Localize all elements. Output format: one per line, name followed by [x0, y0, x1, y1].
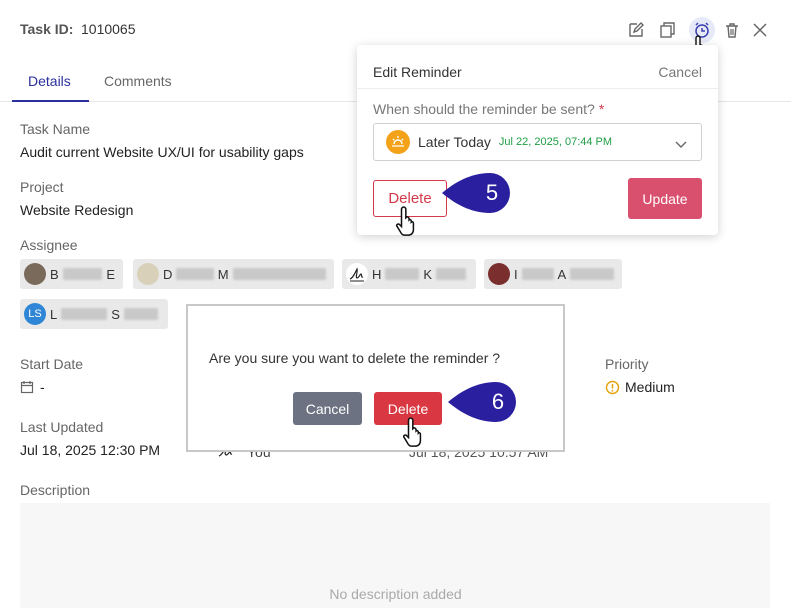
- alarm-clock-icon[interactable]: [689, 17, 715, 43]
- tab-active-indicator: [12, 100, 89, 102]
- avatar: [137, 263, 159, 285]
- assignee-first: I: [514, 266, 518, 282]
- avatar: [24, 263, 46, 285]
- redacted-name: [62, 268, 103, 280]
- assignee-chip[interactable]: B E: [20, 259, 123, 289]
- redacted-name: [436, 268, 467, 280]
- copy-icon[interactable]: [656, 19, 678, 41]
- delete-confirm-dialog: Are you sure you want to delete the remi…: [186, 304, 565, 452]
- edit-icon[interactable]: [625, 19, 647, 41]
- assignee-first: B: [50, 266, 59, 282]
- assignee-label: Assignee: [20, 237, 78, 253]
- start-date-label: Start Date: [20, 356, 84, 372]
- calendar-icon: [20, 380, 34, 399]
- chevron-down-icon: [675, 136, 687, 154]
- popover-title: Edit Reminder: [373, 64, 462, 80]
- assignee-last: E: [106, 266, 115, 282]
- reminder-update-button[interactable]: Update: [628, 178, 702, 219]
- assignee-chip[interactable]: H K: [342, 259, 476, 289]
- signature-avatar-icon: [346, 263, 368, 285]
- redacted-name: [232, 268, 326, 280]
- redacted-name: [521, 268, 554, 280]
- assignee-last: A: [557, 266, 567, 282]
- step-badge-6: 6: [448, 380, 534, 424]
- step-number: 6: [491, 389, 505, 414]
- assignee-first: L: [50, 306, 58, 322]
- priority-warning-icon: [605, 380, 620, 400]
- description-empty-text: No description added: [329, 586, 462, 602]
- required-mark: *: [598, 101, 605, 117]
- close-icon[interactable]: [749, 19, 771, 41]
- project-label: Project: [20, 179, 64, 195]
- task-name-value: Audit current Website UX/UI for usabilit…: [20, 144, 304, 160]
- hand-cursor-icon: [402, 414, 432, 448]
- task-id-value: 1010065: [81, 21, 136, 37]
- assignee-chip[interactable]: LS L S: [20, 299, 168, 329]
- confirm-message: Are you sure you want to delete the remi…: [209, 350, 501, 366]
- sunset-icon: [386, 130, 410, 154]
- project-value: Website Redesign: [20, 202, 134, 218]
- priority-label: Priority: [605, 356, 649, 372]
- redacted-name: [123, 308, 158, 320]
- trash-icon[interactable]: [721, 19, 743, 41]
- redacted-name: [385, 268, 420, 280]
- description-box: [20, 503, 770, 608]
- start-date-value: -: [40, 379, 45, 395]
- reminder-question-label: When should the reminder be sent?*: [373, 101, 604, 117]
- task-name-label: Task Name: [20, 121, 91, 137]
- assignee-first: D: [163, 266, 173, 282]
- description-label: Description: [20, 482, 91, 498]
- assignee-chip[interactable]: D M: [133, 259, 334, 289]
- hand-cursor-icon: [395, 203, 425, 237]
- question-text: When should the reminder be sent?: [373, 101, 595, 117]
- redacted-name: [570, 268, 614, 280]
- tab-comments[interactable]: Comments: [104, 73, 172, 89]
- avatar: [488, 263, 510, 285]
- redacted-name: [176, 268, 214, 280]
- reminder-time-select[interactable]: Later Today Jul 22, 2025, 07:44 PM: [373, 123, 702, 161]
- confirm-cancel-button[interactable]: Cancel: [293, 392, 362, 425]
- popover-divider: [357, 88, 718, 89]
- assignee-chip[interactable]: I A: [484, 259, 622, 289]
- redacted-name: [61, 308, 108, 320]
- task-id-label: Task ID:: [20, 21, 74, 37]
- assignee-first: H: [372, 266, 382, 282]
- assignee-last: K: [423, 266, 433, 282]
- step-badge-5: 5: [442, 171, 528, 215]
- popover-cancel-button[interactable]: Cancel: [658, 64, 702, 80]
- step-number: 5: [485, 180, 499, 205]
- selected-time: Jul 22, 2025, 07:44 PM: [498, 136, 613, 148]
- last-updated-value: Jul 18, 2025 12:30 PM: [20, 442, 161, 458]
- avatar-initials: LS: [24, 303, 46, 325]
- tab-details[interactable]: Details: [28, 73, 71, 89]
- assignee-last: S: [111, 306, 120, 322]
- selected-option: Later Today: [418, 134, 491, 150]
- edit-reminder-popover: Edit Reminder Cancel When should the rem…: [357, 45, 718, 235]
- priority-value: Medium: [625, 379, 675, 395]
- assignee-last: M: [217, 266, 229, 282]
- reminder-delete-button[interactable]: Delete: [373, 180, 447, 217]
- last-updated-label: Last Updated: [20, 419, 104, 435]
